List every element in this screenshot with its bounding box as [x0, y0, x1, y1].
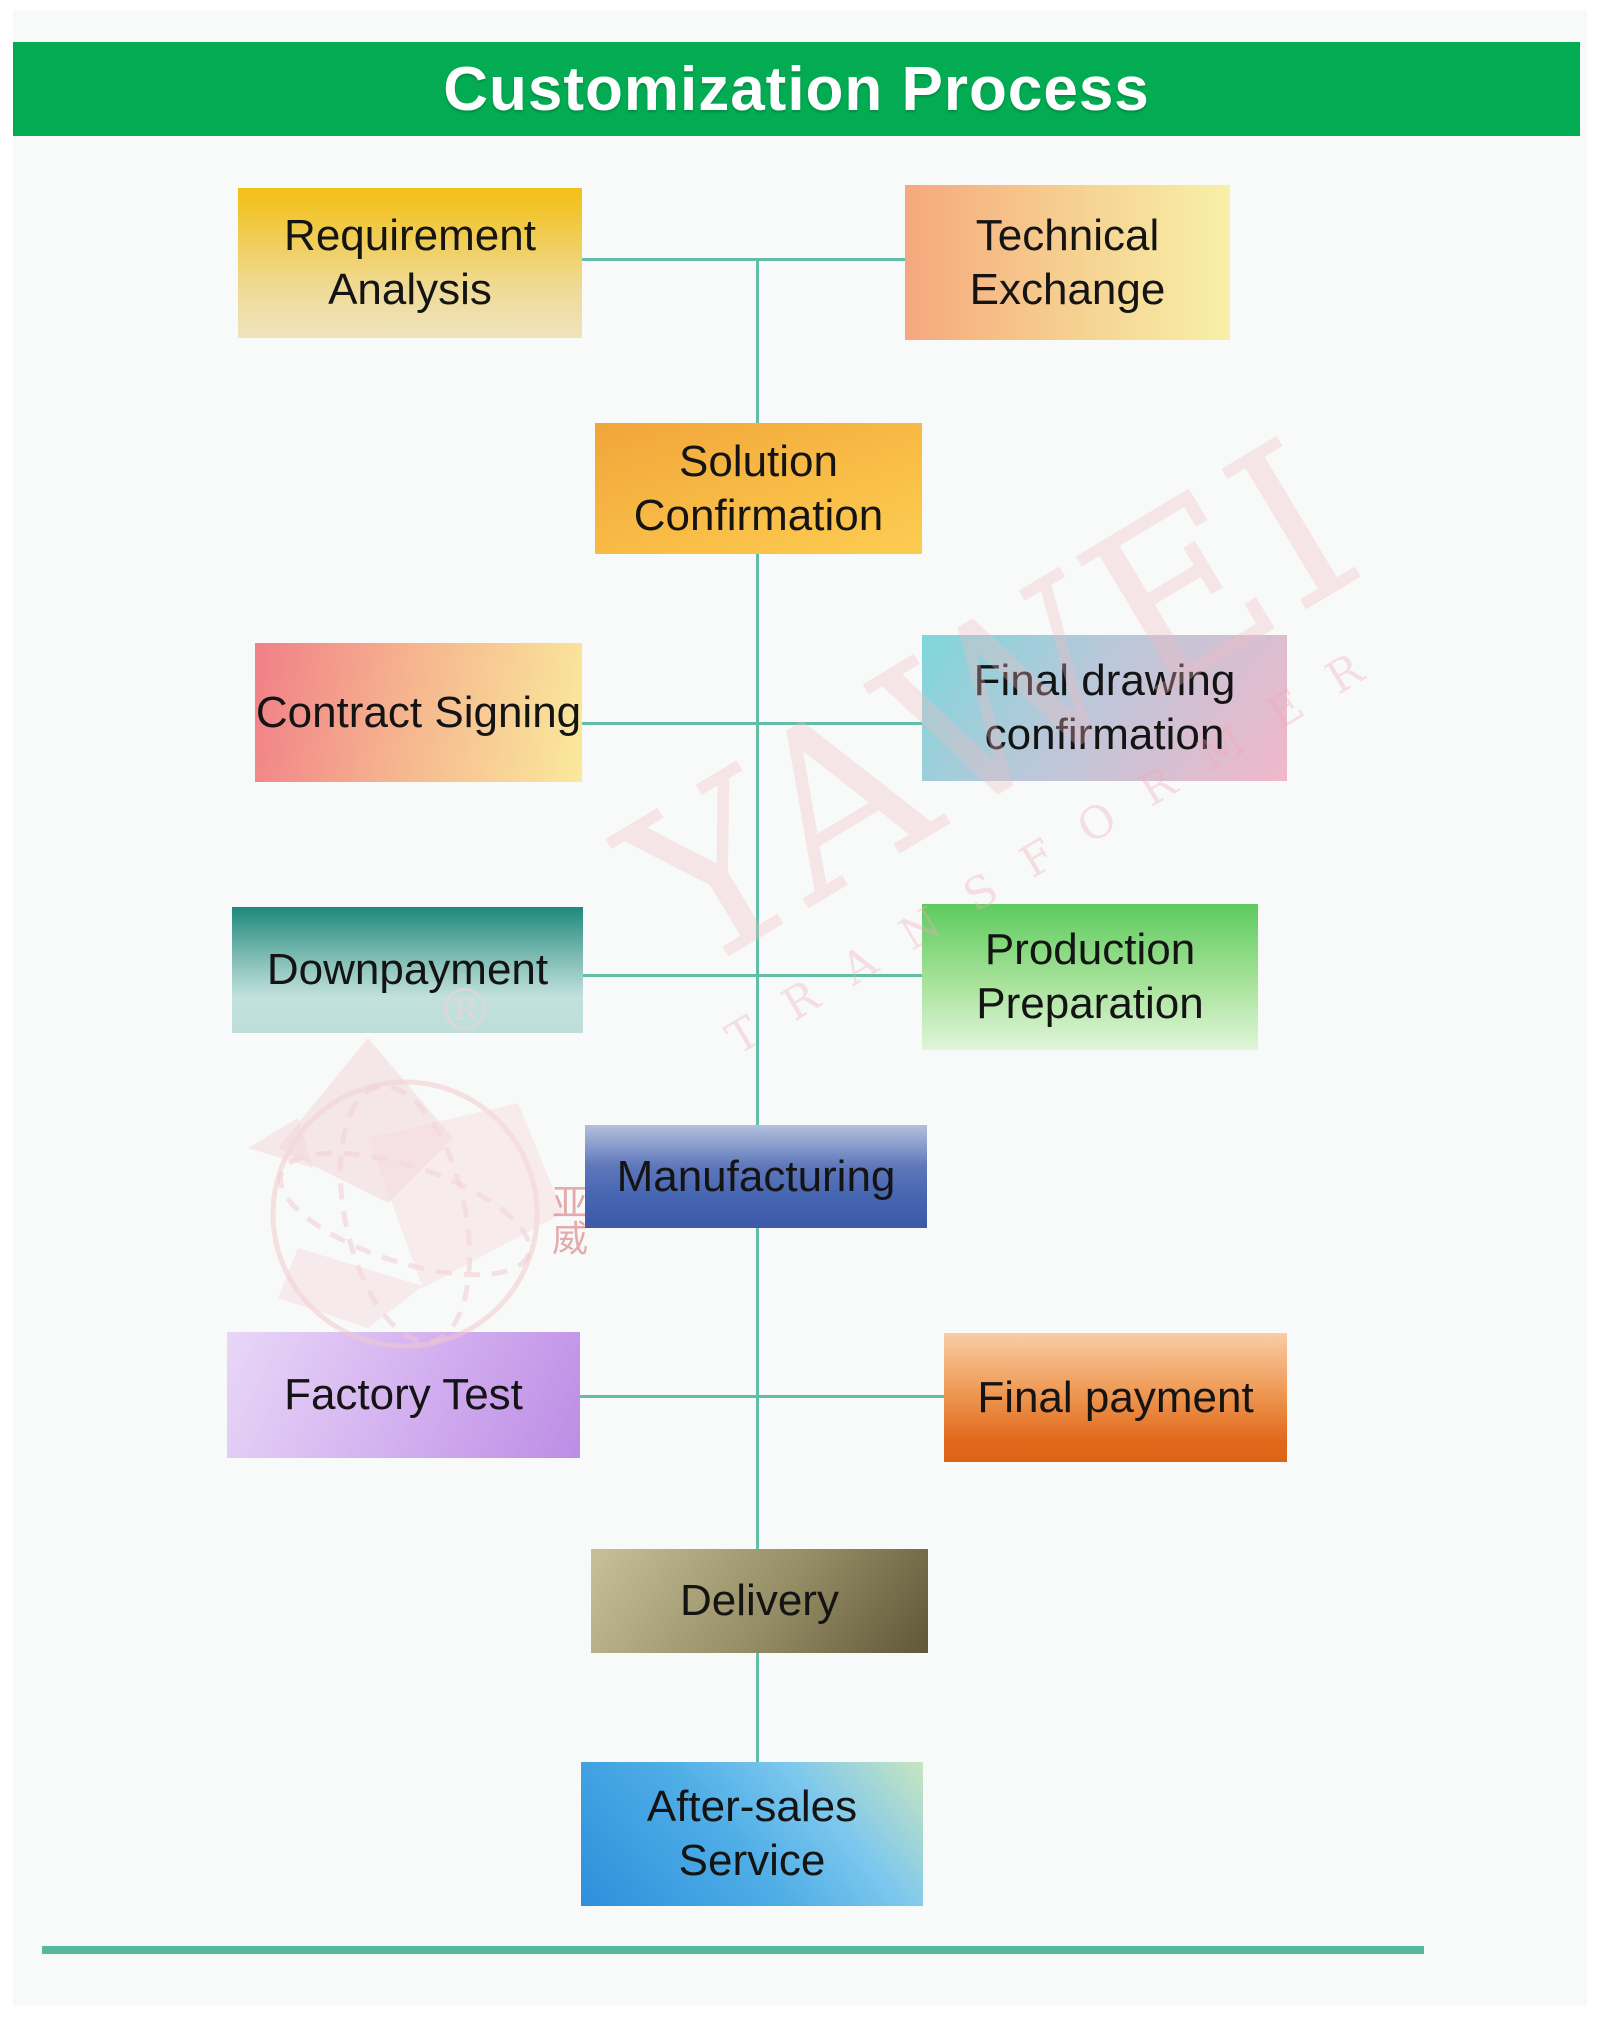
connector-horizontal-row1	[582, 258, 906, 261]
node-final-payment: Final payment	[944, 1333, 1287, 1462]
node-contract-signing: Contract Signing	[255, 643, 582, 782]
node-downpayment: Downpayment	[232, 907, 583, 1033]
node-after-sales-service: After-sales Service	[581, 1762, 923, 1906]
node-requirement-analysis: Requirement Analysis	[238, 188, 582, 338]
node-label: Production Preparation	[976, 925, 1204, 1028]
node-label: Delivery	[680, 1576, 839, 1626]
page-title: Customization Process	[443, 54, 1150, 124]
node-label: Solution Confirmation	[633, 436, 884, 540]
connector-vertical-middle	[756, 553, 759, 1127]
node-solution-confirmation: Solution Confirmation	[595, 423, 922, 554]
node-label: Manufacturing	[616, 1151, 896, 1201]
node-delivery: Delivery	[591, 1549, 928, 1653]
node-label: Contract Signing	[255, 687, 582, 737]
node-production-preparation: Production Preparation	[922, 904, 1258, 1050]
node-technical-exchange: Technical Exchange	[905, 185, 1230, 340]
title-bar: Customization Process	[13, 42, 1580, 136]
connector-vertical-top	[756, 259, 759, 425]
connector-horizontal-row3	[583, 974, 923, 977]
connector-vertical-bottom	[756, 1652, 759, 1764]
node-manufacturing: Manufacturing	[585, 1125, 927, 1228]
node-label: Final payment	[977, 1372, 1254, 1422]
node-label: Technical Exchange	[969, 210, 1166, 314]
connector-horizontal-row2	[582, 722, 923, 725]
node-label: After-sales Service	[646, 1782, 858, 1885]
node-label: Requirement Analysis	[284, 211, 536, 314]
node-label: Final drawing confirmation	[973, 656, 1236, 759]
node-final-drawing-confirmation: Final drawing confirmation	[922, 635, 1287, 781]
node-factory-test: Factory Test	[227, 1332, 580, 1458]
node-label: Downpayment	[266, 945, 549, 995]
node-label: Factory Test	[284, 1370, 523, 1420]
connector-horizontal-row4	[580, 1395, 945, 1398]
bottom-divider-line	[42, 1946, 1424, 1954]
connector-vertical-lower	[756, 1227, 759, 1551]
